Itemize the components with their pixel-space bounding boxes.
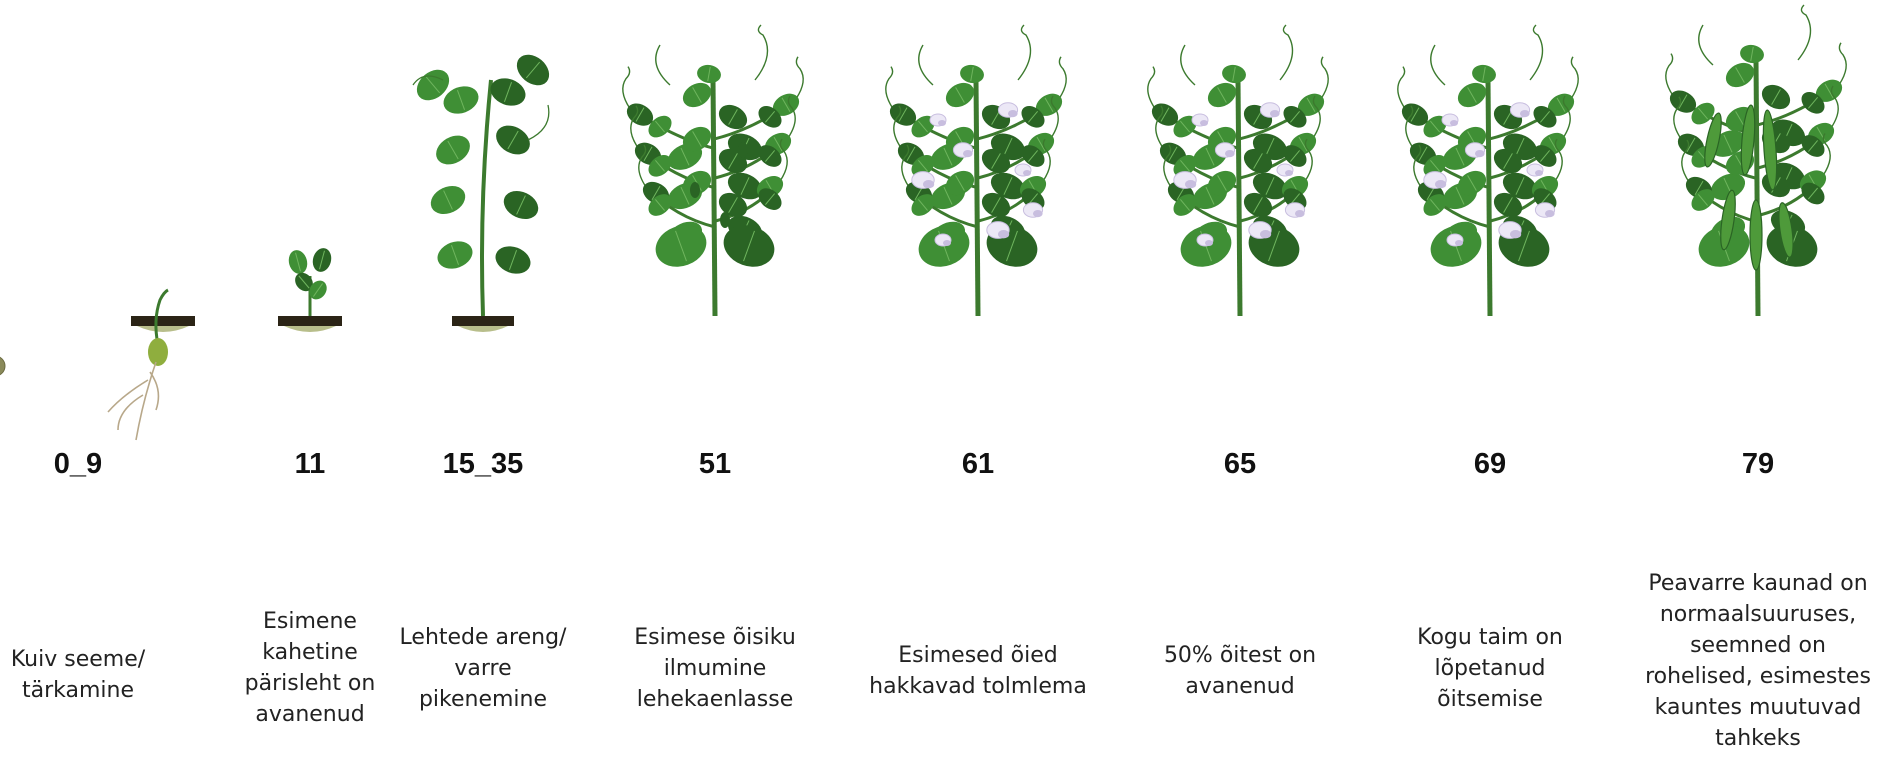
stage-description: Peavarre kaunad on normaalsuuruses, seem…	[1633, 568, 1883, 754]
stage-code: 15_35	[358, 448, 608, 481]
stage-code: 61	[853, 448, 1103, 481]
pea-plant-illustration	[590, 0, 840, 440]
pea-plant-illustration	[853, 0, 1103, 440]
stage-code: 79	[1633, 448, 1883, 481]
stage-code: 69	[1365, 448, 1615, 481]
stage-column: 61Esimesed õied hakkavad tolmlema	[853, 0, 1103, 773]
stage-code: 65	[1115, 448, 1365, 481]
stage-code: 51	[590, 448, 840, 481]
stage-description: Lehtede areng/ varre pikenemine	[358, 622, 608, 715]
stage-column: 65 50% õitest on avanenud	[1115, 0, 1365, 773]
stage-column: 69Kogu taim on lõpetanud õitsemise	[1365, 0, 1615, 773]
pea-plant-illustration	[0, 0, 203, 440]
stage-column: 51Esimese õisiku ilmumine lehekaenlasse	[590, 0, 840, 773]
stage-description: Esimesed õied hakkavad tolmlema	[853, 640, 1103, 702]
stage-column: 15_35Lehtede areng/ varre pikenemine	[358, 0, 608, 773]
stage-column: 0_9Kuiv seeme/ tärkamine	[0, 0, 203, 773]
stage-column: 79Peavarre kaunad on normaalsuuruses, se…	[1633, 0, 1883, 773]
pea-plant-illustration	[358, 0, 608, 440]
pea-plant-illustration	[1365, 0, 1615, 440]
stage-description: 50% õitest on avanenud	[1115, 640, 1365, 702]
stage-code: 0_9	[0, 448, 203, 481]
stage-description: Kogu taim on lõpetanud õitsemise	[1365, 622, 1615, 715]
stage-description: Esimese õisiku ilmumine lehekaenlasse	[590, 622, 840, 715]
stage-description: Kuiv seeme/ tärkamine	[0, 644, 203, 706]
pea-plant-illustration	[1633, 0, 1883, 440]
pea-plant-illustration	[1115, 0, 1365, 440]
